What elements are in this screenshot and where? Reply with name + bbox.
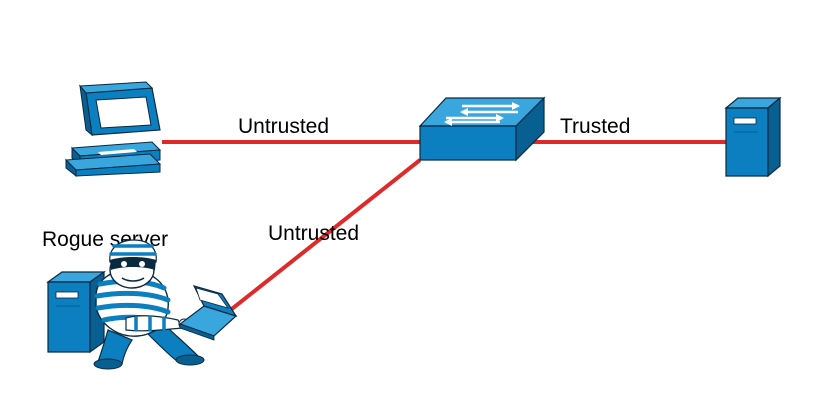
burglar-with-laptop-icon [93,239,238,370]
switch-arrows-icon [444,102,520,126]
link-label-workstation-switch: Untrusted [238,115,329,138]
tower-server-icon [724,96,782,178]
desktop-computer-icon [64,81,162,178]
link-attacker-switch [226,158,422,314]
link-label-switch-trusted-server: Trusted [560,115,630,138]
rogue-tower-server-icon [46,270,106,354]
link-label-attacker-switch: Untrusted [268,222,359,245]
network-switch-icon [418,96,546,162]
